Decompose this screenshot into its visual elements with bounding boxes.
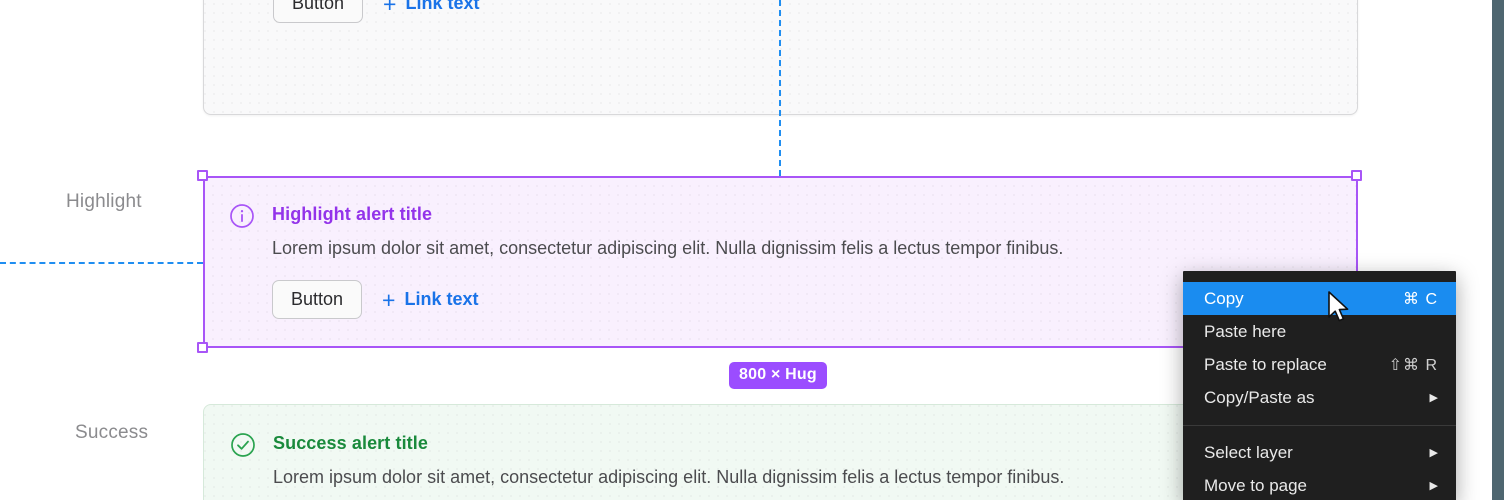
alert-card-highlight[interactable]: Highlight alert title Lorem ipsum dolor … <box>203 176 1358 348</box>
alert-link-label: Link text <box>405 0 480 13</box>
alert-actions: Button + Link text <box>272 280 1063 319</box>
chevron-right-icon: ▶ <box>1429 480 1438 492</box>
alert-button[interactable]: Button <box>273 0 364 23</box>
resize-handle-bottom-left[interactable] <box>197 342 208 353</box>
menu-separator <box>1183 425 1456 426</box>
menu-item-label: Copy <box>1204 288 1244 308</box>
alert-actions: Button + Link text <box>273 0 1064 23</box>
context-menu-item-copy[interactable]: Copy ⌘ C <box>1183 282 1456 315</box>
alert-content: Lorem ipsum dolor sit amet, consectetur … <box>273 0 1064 23</box>
context-menu-item-move-to-page[interactable]: Move to page ▶ <box>1183 469 1456 500</box>
context-menu-item-copy-paste-as[interactable]: Copy/Paste as ▶ <box>1183 381 1456 414</box>
row-label-highlight: Highlight <box>66 191 142 212</box>
context-menu-item-paste-here[interactable]: Paste here <box>1183 315 1456 348</box>
resize-handle-top-left[interactable] <box>197 170 208 181</box>
alert-card-success[interactable]: Success alert title Lorem ipsum dolor si… <box>203 404 1358 500</box>
alert-content: Success alert title Lorem ipsum dolor si… <box>273 430 1064 490</box>
right-panel-edge <box>1492 0 1504 500</box>
menu-item-label: Copy/Paste as <box>1204 387 1315 407</box>
resize-handle-top-right[interactable] <box>1351 170 1362 181</box>
alert-title: Success alert title <box>273 433 428 453</box>
context-menu-item-paste-to-replace[interactable]: Paste to replace ⇧⌘ R <box>1183 348 1456 381</box>
chevron-right-icon: ▶ <box>1429 392 1438 404</box>
menu-item-shortcut: ⌘ C <box>1403 290 1438 308</box>
mouse-cursor-icon <box>1327 291 1353 330</box>
alert-body-text: Lorem ipsum dolor sit amet, consectetur … <box>273 467 1065 487</box>
alert-link[interactable]: + Link text <box>382 286 479 313</box>
context-menu[interactable]: Copy ⌘ C Paste here Paste to replace ⇧⌘ … <box>1183 271 1456 500</box>
size-badge: 800 × Hug <box>729 362 827 389</box>
alert-button[interactable]: Button <box>272 280 363 319</box>
plus-icon: + <box>382 286 396 313</box>
menu-item-label: Paste to replace <box>1204 354 1327 374</box>
menu-item-label: Paste here <box>1204 321 1287 341</box>
menu-item-shortcut: ⇧⌘ R <box>1388 356 1438 374</box>
menu-item-label: Select layer <box>1204 442 1293 462</box>
context-menu-item-select-layer[interactable]: Select layer ▶ <box>1183 436 1456 469</box>
row-label-success: Success <box>75 422 149 443</box>
vertical-alignment-guide <box>779 0 781 176</box>
check-circle-icon <box>230 432 256 458</box>
menu-item-label: Move to page <box>1204 475 1308 495</box>
plus-icon: + <box>383 0 397 17</box>
alert-link[interactable]: + Link text <box>383 0 480 17</box>
horizontal-alignment-guide <box>0 262 203 264</box>
alert-link-label: Link text <box>404 289 479 309</box>
chevron-right-icon: ▶ <box>1429 447 1438 459</box>
alert-content: Highlight alert title Lorem ipsum dolor … <box>272 201 1063 319</box>
alert-title: Highlight alert title <box>272 204 433 224</box>
alert-body-text: Lorem ipsum dolor sit amet, consectetur … <box>272 238 1064 258</box>
info-circle-icon <box>229 203 255 229</box>
